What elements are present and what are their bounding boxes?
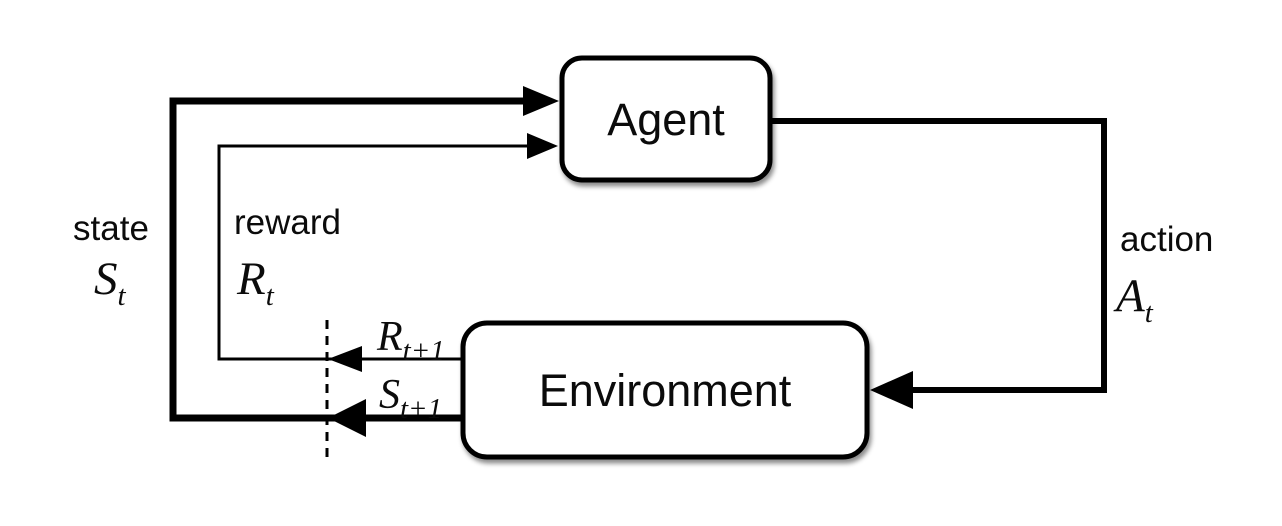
next-state-symbol-label: St+1	[379, 372, 442, 425]
next-reward-symbol-label: Rt+1	[376, 314, 445, 367]
reward-arrowhead-into-agent-icon	[527, 133, 558, 159]
action-subscript: t	[1145, 297, 1154, 329]
next-state-subscript: t+1	[400, 393, 442, 425]
state-flow-line	[169, 97, 538, 422]
state-arrowhead-into-agent-icon	[523, 86, 559, 116]
reward-subscript: t	[266, 280, 275, 312]
reward-word-label: reward	[234, 203, 341, 242]
reward-symbol-label: Rt	[236, 253, 275, 312]
action-word-label: action	[1120, 220, 1213, 259]
action-symbol-label: At	[1113, 270, 1154, 329]
state-word-label: state	[73, 209, 149, 248]
agent-box	[559, 55, 773, 183]
environment-label: Environment	[539, 365, 792, 416]
reward-symbol: R	[236, 253, 266, 305]
action-arrowhead-into-environment-icon	[870, 371, 913, 409]
agent-label: Agent	[607, 94, 725, 145]
environment-box	[460, 320, 870, 460]
action-symbol: A	[1113, 270, 1145, 322]
next-reward-arrowhead-at-boundary-icon	[328, 346, 362, 372]
next-state-arrowhead-at-boundary-icon	[328, 399, 366, 437]
next-reward-symbol: R	[376, 314, 403, 360]
next-reward-subscript: t+1	[403, 335, 445, 367]
state-symbol: S	[94, 253, 118, 305]
action-flow-line	[770, 118, 1107, 393]
state-subscript: t	[118, 280, 127, 312]
state-symbol-label: St	[94, 253, 127, 312]
next-state-symbol: S	[379, 372, 400, 418]
